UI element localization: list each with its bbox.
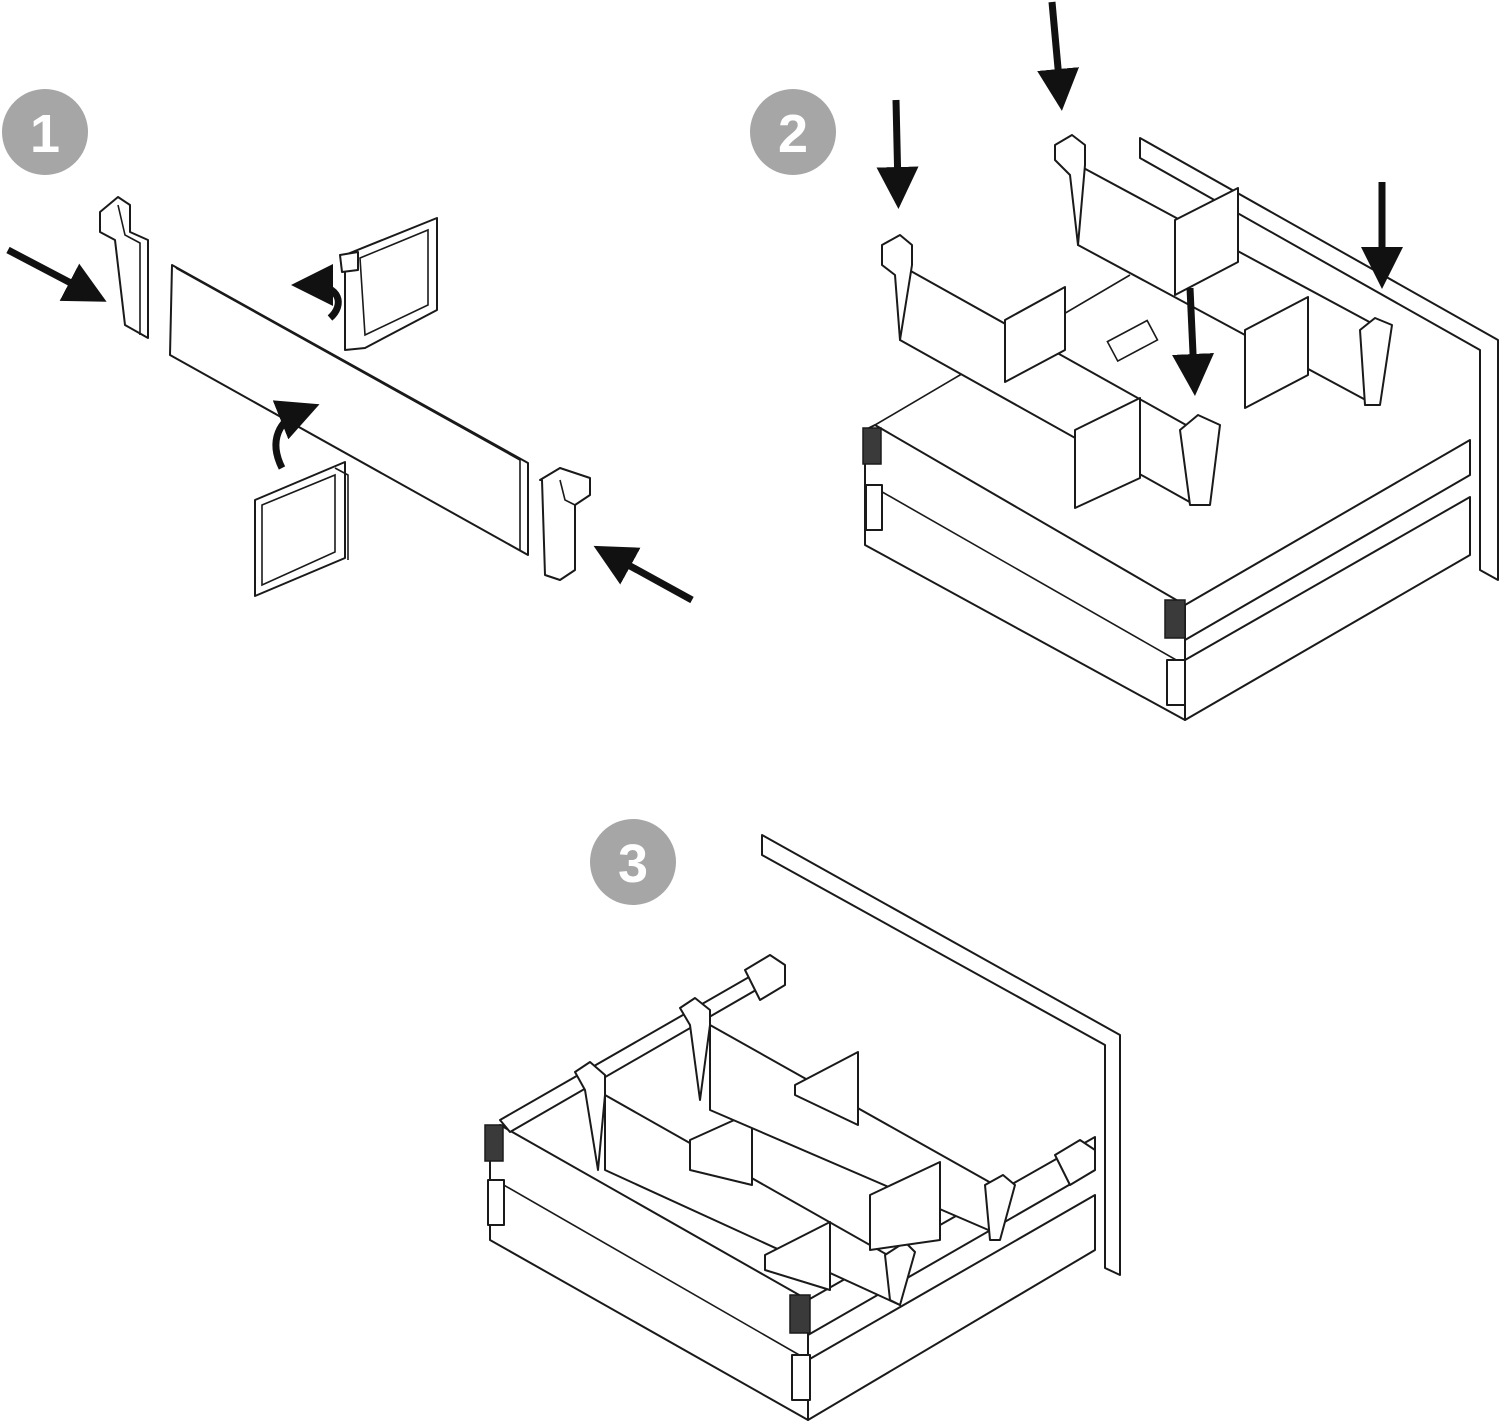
rail-end <box>744 954 786 1001</box>
drawer-back-panel <box>761 834 1121 1276</box>
step-badge-1 <box>2 89 88 175</box>
step-3: 3 <box>484 819 1121 1421</box>
arrow-icon <box>6 246 107 302</box>
divider-panel <box>169 264 529 556</box>
arrow-icon <box>1172 287 1215 396</box>
installed-divider-back <box>679 997 1016 1251</box>
step-number-2: 2 <box>778 104 808 164</box>
hinge-bracket <box>484 1124 504 1162</box>
hinge-bracket <box>1164 599 1186 639</box>
arrow-icon <box>593 545 694 604</box>
hinge-bracket <box>791 1354 811 1401</box>
step-2: 2 <box>750 1 1499 721</box>
hinge-bracket <box>789 1294 811 1334</box>
hinge-bracket <box>862 427 882 465</box>
hinge-bracket <box>487 1179 505 1226</box>
installed-divider-front <box>574 1061 916 1306</box>
hinge-bracket <box>1166 659 1186 706</box>
step-badge-3 <box>590 819 676 905</box>
right-end-clip <box>539 467 591 581</box>
step-badge-2 <box>750 89 836 175</box>
divider-front <box>881 234 1221 509</box>
cross-divider-top <box>339 217 438 351</box>
divider-back <box>1054 134 1393 409</box>
arrow-icon <box>876 99 919 209</box>
rotate-arrow-icon <box>291 264 342 321</box>
step-number-1: 1 <box>30 104 60 164</box>
drawer-back-panel <box>1139 137 1499 581</box>
arrow-icon <box>1037 1 1080 111</box>
hinge-bracket <box>865 484 883 531</box>
left-end-clip <box>99 196 149 339</box>
step-1: 1 <box>2 89 694 604</box>
cross-divider-bottom <box>254 461 349 597</box>
rotate-arrow-icon <box>272 400 320 470</box>
rail-end <box>1054 1139 1096 1186</box>
step-number-3: 3 <box>618 834 648 894</box>
